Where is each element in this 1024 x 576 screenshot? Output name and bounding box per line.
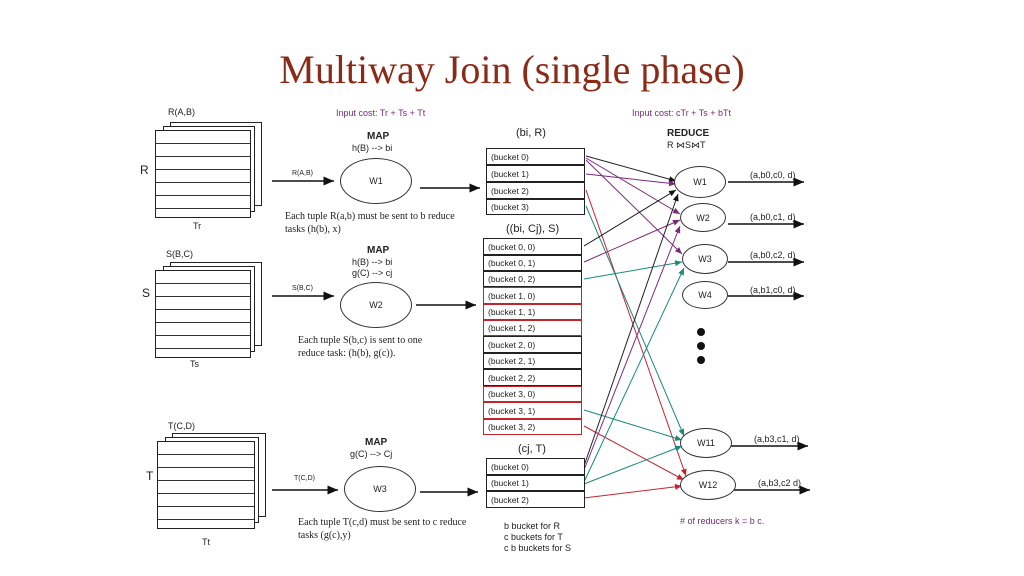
t-bucket-header: (cj, T) [518, 443, 546, 455]
r-bucket-header: (bi, R) [516, 127, 546, 139]
s-bucket-header: ((bi, Cj), S) [506, 223, 560, 235]
map-worker-w3: W3 [344, 466, 416, 512]
relation-t-count: Tt [202, 537, 210, 547]
map2-hash-b: h(B) --> bi [352, 257, 393, 267]
reducer-w4: W4 [682, 281, 728, 309]
r-arrow-label: R(A,B) [292, 170, 313, 177]
input-cost-right: Input cost: cTr + Ts + bTt [632, 108, 732, 118]
slide-title: Multiway Join (single phase) [279, 47, 745, 92]
edge-s02-w3 [583, 260, 683, 280]
reduce-formula: R ⋈S⋈T [667, 140, 706, 150]
reducer-w12: W12 [680, 470, 736, 500]
reduce-title: REDUCE [667, 128, 710, 139]
r-bucket-1: (bucket 1) [486, 165, 585, 182]
reducer-w3: W3 [682, 244, 728, 274]
note-r: Each tuple R(a,b) must be sent to b redu… [285, 211, 455, 235]
relation-t-table [157, 441, 255, 529]
relation-r-table [155, 130, 251, 218]
t-arrow-label: T(C,D) [294, 475, 315, 482]
reducer-w1: W1 [674, 166, 726, 198]
map1-hash: h(B) --> bi [352, 143, 393, 153]
edge-s32-w12 [583, 425, 685, 481]
relation-r-letter: R [140, 163, 149, 177]
t-bucket-1: (bucket 1) [486, 475, 585, 491]
edge-s01-w2 [583, 219, 681, 263]
r-bucket-2: (bucket 2) [486, 182, 585, 199]
reducer-w2: W2 [680, 203, 726, 232]
edge-r0-w2 [585, 157, 681, 215]
legend-t: c buckets for T [504, 532, 563, 542]
edge-t2-w12 [583, 483, 683, 499]
note-t: Each tuple T(c,d) must be sent to c redu… [298, 517, 467, 541]
input-cost-left: Input cost: Tr + Ts + Tt [336, 108, 426, 118]
s-bucket-1-1: (bucket 1, 1) [483, 304, 582, 320]
map-worker-w3-label: W3 [373, 484, 387, 494]
ellipsis-dot-1 [697, 328, 705, 336]
legend-r: b bucket for R [504, 521, 561, 531]
t-bucket-2: (bucket 2) [486, 491, 585, 508]
s-bucket-2-0: (bucket 2, 0) [483, 336, 582, 353]
reducer-w4-label: W4 [698, 290, 712, 300]
map3-title: MAP [365, 437, 388, 448]
s-bucket-0-1: (bucket 0, 1) [483, 255, 582, 271]
ellipsis-dot-3 [697, 356, 705, 364]
map2-hash-c: g(C) --> cj [352, 268, 393, 278]
s-bucket-1-2: (bucket 1, 2) [483, 320, 582, 336]
relation-r-count: Tr [193, 221, 202, 231]
reducer-w3-label: W3 [698, 254, 712, 264]
relation-s-schema: S(B,C) [166, 249, 193, 259]
edge-s00-w1 [583, 189, 677, 247]
map2-title: MAP [367, 245, 390, 256]
s-bucket-3-1: (bucket 3, 1) [483, 402, 582, 419]
s-bucket-3-2: (bucket 3, 2) [483, 419, 582, 435]
relation-r-schema: R(A,B) [168, 107, 195, 117]
s-bucket-0-2: (bucket 0, 2) [483, 271, 582, 287]
r-bucket-3: (bucket 3) [486, 199, 585, 215]
reducer-w1-label: W1 [693, 177, 707, 187]
output-w1: (a,b0,c0, d) [750, 170, 796, 180]
output-w4: (a,b1,c0, d) [750, 285, 796, 295]
output-w12: (a,b3,c2 d) [758, 478, 802, 488]
relation-s-count: Ts [190, 359, 199, 369]
output-w11: (a,b3,c1, d) [754, 434, 800, 444]
reducer-w11-label: W11 [697, 438, 715, 448]
s-bucket-2-1: (bucket 2, 1) [483, 353, 582, 369]
map-worker-w1: W1 [340, 158, 412, 204]
legend-s: c b buckets for S [504, 543, 572, 553]
output-w3: (a,b0,c2, d) [750, 250, 796, 260]
map-worker-w1-label: W1 [369, 176, 383, 186]
s-bucket-2-2: (bucket 2, 2) [483, 369, 582, 386]
t-bucket-0: (bucket 0) [486, 458, 585, 475]
r-bucket-0: (bucket 0) [486, 148, 585, 165]
map-worker-w2: W2 [340, 282, 412, 328]
reducer-count-note: # of reducers k = b c. [680, 516, 765, 526]
s-bucket-3-0: (bucket 3, 0) [483, 386, 582, 402]
edge-t0-w2 [583, 225, 681, 471]
edge-t1-w11 [583, 445, 683, 485]
note-s: Each tuple S(b,c) is sent to one reduce … [298, 335, 423, 359]
map1-title: MAP [367, 131, 390, 142]
reducer-w12-label: W12 [698, 480, 718, 490]
relation-s-letter: S [142, 286, 151, 300]
edge-s31-w11 [583, 409, 683, 441]
s-arrow-label: S(B,C) [292, 285, 313, 292]
relation-t-letter: T [146, 469, 154, 483]
s-bucket-0-0: (bucket 0, 0) [483, 238, 582, 255]
relation-s-table [155, 270, 251, 358]
s-bucket-1-0: (bucket 1, 0) [483, 287, 582, 304]
edge-t0-w1 [583, 193, 679, 467]
ellipsis-dot-2 [697, 342, 705, 350]
reducer-w11: W11 [680, 428, 732, 458]
edge-r2-w12 [585, 189, 687, 477]
output-w2: (a,b0,c1, d) [750, 212, 796, 222]
map3-hash: g(C) --> Cj [350, 449, 393, 459]
reducer-w2-label: W2 [696, 212, 710, 223]
edge-r3-w11 [585, 205, 685, 437]
edge-r1-w1 [585, 173, 677, 187]
edge-r0-w1 [585, 155, 677, 183]
map-worker-w2-label: W2 [369, 300, 383, 310]
relation-t-schema: T(C,D) [168, 421, 195, 431]
edge-t1-w3 [583, 267, 685, 483]
